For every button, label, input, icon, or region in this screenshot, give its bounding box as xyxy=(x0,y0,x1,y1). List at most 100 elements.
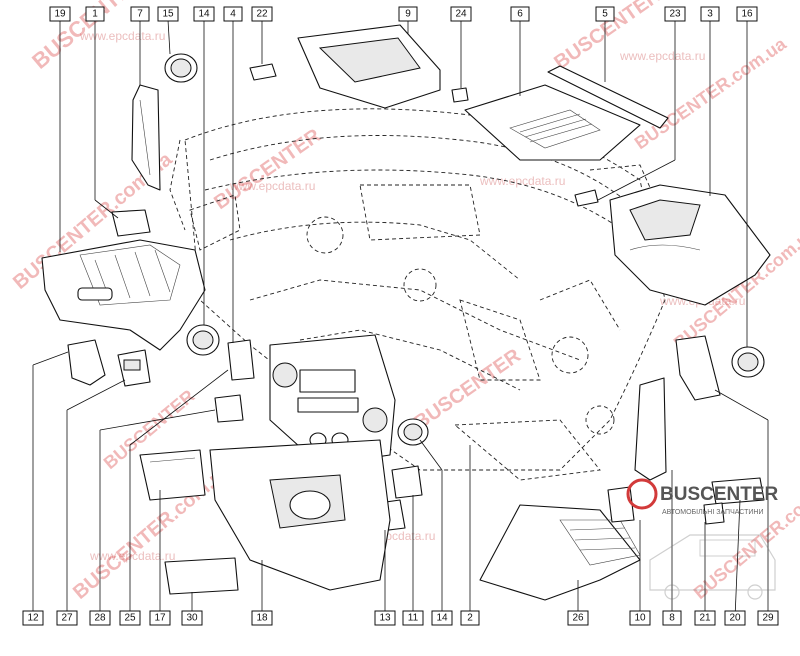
callout-box[interactable]: 12 xyxy=(22,610,44,626)
svg-text:20: 20 xyxy=(729,613,741,624)
callout-box[interactable]: 6 xyxy=(510,6,530,22)
part-22-clip xyxy=(249,63,277,81)
callout-box[interactable]: 23 xyxy=(664,6,686,22)
part-14-round-vent-right xyxy=(397,418,429,446)
part-19-left-storage xyxy=(41,239,206,351)
callout-box[interactable]: 26 xyxy=(567,610,589,626)
svg-text:4: 4 xyxy=(230,9,236,20)
watermark-brand: BUSCENTER xyxy=(410,344,525,434)
svg-text:9: 9 xyxy=(405,9,411,20)
van-icon xyxy=(649,534,776,600)
svg-text:13: 13 xyxy=(379,613,391,624)
part-6-top-tray xyxy=(464,84,641,161)
part-29-side-vent xyxy=(675,335,721,401)
callout-box[interactable]: 21 xyxy=(694,610,716,626)
callouts-bottom: 12 27 28 25 17 30 18 13 11 14 2 26 10 8 … xyxy=(22,610,779,626)
part-11-switch xyxy=(391,465,423,499)
part-10-switch xyxy=(607,486,635,523)
callout-box[interactable]: 14 xyxy=(431,610,453,626)
callout-box[interactable]: 10 xyxy=(629,610,651,626)
part-23-clip xyxy=(574,189,599,207)
part-16-round-vent xyxy=(731,346,765,378)
leader-lines xyxy=(32,19,769,619)
svg-text:21: 21 xyxy=(699,613,711,624)
svg-text:5: 5 xyxy=(602,9,608,20)
svg-text:15: 15 xyxy=(162,9,174,20)
watermark-site: www.epcdata.ru xyxy=(229,179,315,193)
svg-text:28: 28 xyxy=(94,613,106,624)
svg-text:8: 8 xyxy=(669,613,675,624)
logo-ring-icon xyxy=(626,478,658,510)
watermark-site: www.epcdata.ru xyxy=(479,174,565,188)
part-3-instrument-hood xyxy=(609,184,771,306)
svg-text:10: 10 xyxy=(634,613,646,624)
watermark-site: www.epcdata.ru xyxy=(79,29,165,43)
svg-text:6: 6 xyxy=(517,9,523,20)
callout-box[interactable]: 2 xyxy=(460,610,480,626)
svg-text:3: 3 xyxy=(707,9,713,20)
callout-box[interactable]: 28 xyxy=(89,610,111,626)
callouts-top: 19 1 7 15 14 4 22 9 24 6 5 23 3 16 xyxy=(49,6,758,22)
svg-text:7: 7 xyxy=(137,9,143,20)
part-24-clip xyxy=(451,87,469,103)
part-2-lower-panel xyxy=(453,419,601,481)
part-18-lower-console xyxy=(209,439,391,591)
callout-box[interactable]: 13 xyxy=(374,610,396,626)
callout-box[interactable]: 30 xyxy=(181,610,203,626)
svg-text:1: 1 xyxy=(92,9,98,20)
callout-box[interactable]: 3 xyxy=(700,6,720,22)
callout-box[interactable]: 15 xyxy=(157,6,179,22)
part-center-fascia xyxy=(269,334,396,466)
svg-text:30: 30 xyxy=(186,613,198,624)
svg-text:18: 18 xyxy=(256,613,268,624)
callout-box[interactable]: 27 xyxy=(56,610,78,626)
part-7-side-trim xyxy=(131,84,161,191)
callout-box[interactable]: 20 xyxy=(724,610,746,626)
callout-box[interactable]: 29 xyxy=(757,610,779,626)
callout-box[interactable]: 18 xyxy=(251,610,273,626)
svg-text:14: 14 xyxy=(198,9,210,20)
part-12-cover xyxy=(67,339,106,386)
callout-box[interactable]: 9 xyxy=(398,6,418,22)
svg-text:2: 2 xyxy=(467,613,473,624)
logo-subtitle: АВТОМОБІЛЬНІ ЗАПЧАСТИНИ xyxy=(662,509,763,516)
watermark-site: www.epcdata.ru xyxy=(89,549,175,563)
part-25-storage-tray xyxy=(139,449,206,501)
svg-text:11: 11 xyxy=(408,613,419,624)
callout-box[interactable]: 14 xyxy=(193,6,215,22)
callout-box[interactable]: 17 xyxy=(149,610,171,626)
svg-text:27: 27 xyxy=(61,613,73,624)
part-20-switch xyxy=(711,477,765,505)
svg-text:12: 12 xyxy=(27,613,39,624)
callout-box[interactable]: 25 xyxy=(119,610,141,626)
part-4-switch xyxy=(227,339,255,381)
part-28-switch xyxy=(214,394,244,423)
logo-title: BUSCENTER xyxy=(660,484,779,505)
callout-box[interactable]: 24 xyxy=(450,6,472,22)
svg-text:26: 26 xyxy=(572,613,584,624)
callout-box[interactable]: 7 xyxy=(130,6,150,22)
callout-box[interactable]: 11 xyxy=(402,610,424,626)
callout-box[interactable]: 16 xyxy=(736,6,758,22)
watermark-site: www.epcdata.ru xyxy=(619,49,705,63)
svg-text:17: 17 xyxy=(154,613,166,624)
part-8-side-trim xyxy=(634,377,667,481)
svg-text:29: 29 xyxy=(762,613,774,624)
svg-text:14: 14 xyxy=(436,613,448,624)
callout-box[interactable]: 4 xyxy=(223,6,243,22)
callout-box[interactable]: 19 xyxy=(49,6,71,22)
svg-text:25: 25 xyxy=(124,613,136,624)
callout-box[interactable]: 22 xyxy=(251,6,273,22)
callout-box[interactable]: 8 xyxy=(662,610,682,626)
part-5-long-trim xyxy=(547,65,669,129)
part-15-round-vent xyxy=(164,53,198,83)
part-14-round-vent-left xyxy=(186,324,220,356)
svg-text:16: 16 xyxy=(741,9,753,20)
svg-text:19: 19 xyxy=(54,9,66,20)
callout-box[interactable]: 5 xyxy=(595,6,615,22)
part-21-clip xyxy=(703,502,725,525)
callout-box[interactable]: 1 xyxy=(85,6,105,22)
svg-text:24: 24 xyxy=(455,9,467,20)
